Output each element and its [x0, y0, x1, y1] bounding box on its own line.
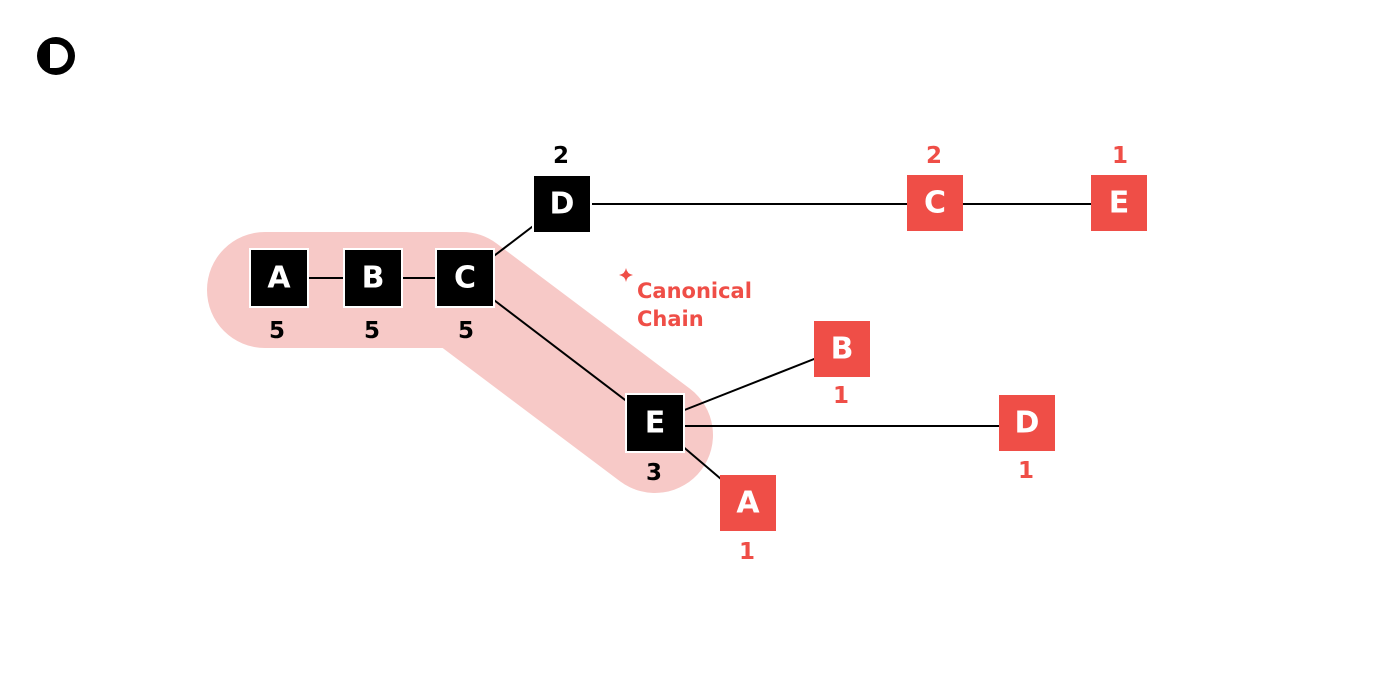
- block-label: C: [924, 186, 946, 221]
- block-d-fork: D 1: [999, 395, 1055, 484]
- block-weight: 5: [458, 318, 474, 344]
- block-e-lower: E 3: [625, 393, 685, 486]
- block-e-fork: E 1: [1091, 143, 1147, 231]
- block-label: B: [362, 261, 385, 296]
- block-c-fork: C 2: [907, 143, 963, 231]
- annotation-line-1: Canonical: [637, 279, 752, 303]
- block-label: C: [454, 261, 476, 296]
- annotation-line-2: Chain: [637, 307, 704, 331]
- block-b-main: B 5: [343, 248, 403, 344]
- block-weight: 1: [739, 539, 755, 565]
- block-a-main: A 5: [249, 248, 309, 344]
- canonical-chain-highlight: [207, 232, 713, 493]
- block-label: D: [550, 187, 575, 222]
- block-weight: 2: [553, 143, 569, 169]
- block-weight: 5: [364, 318, 380, 344]
- edge-c-e: [464, 277, 655, 423]
- block-label: A: [736, 486, 760, 521]
- block-label: B: [831, 332, 854, 367]
- block-label: A: [267, 261, 291, 296]
- canonical-chain-annotation: Canonical Chain: [619, 268, 752, 331]
- edge-e-bfork: [653, 347, 843, 423]
- block-c-main: C 5: [435, 248, 495, 344]
- block-weight: 5: [269, 318, 285, 344]
- four-point-star-icon: [619, 268, 633, 282]
- block-label: E: [1109, 186, 1130, 221]
- block-label: D: [1015, 406, 1040, 441]
- d-logo-icon: [37, 37, 75, 75]
- block-weight: 3: [646, 460, 662, 486]
- block-weight: 1: [833, 383, 849, 409]
- block-weight: 1: [1018, 458, 1034, 484]
- nodes: A 5 B 5 C 5 D 2 E 3 C 2: [249, 143, 1147, 565]
- block-d-upper: D 2: [532, 143, 592, 234]
- block-a-fork: A 1: [720, 475, 776, 565]
- block-b-fork: B 1: [814, 321, 870, 409]
- block-weight: 2: [926, 143, 942, 169]
- block-weight: 1: [1112, 143, 1128, 169]
- block-label: E: [645, 406, 666, 441]
